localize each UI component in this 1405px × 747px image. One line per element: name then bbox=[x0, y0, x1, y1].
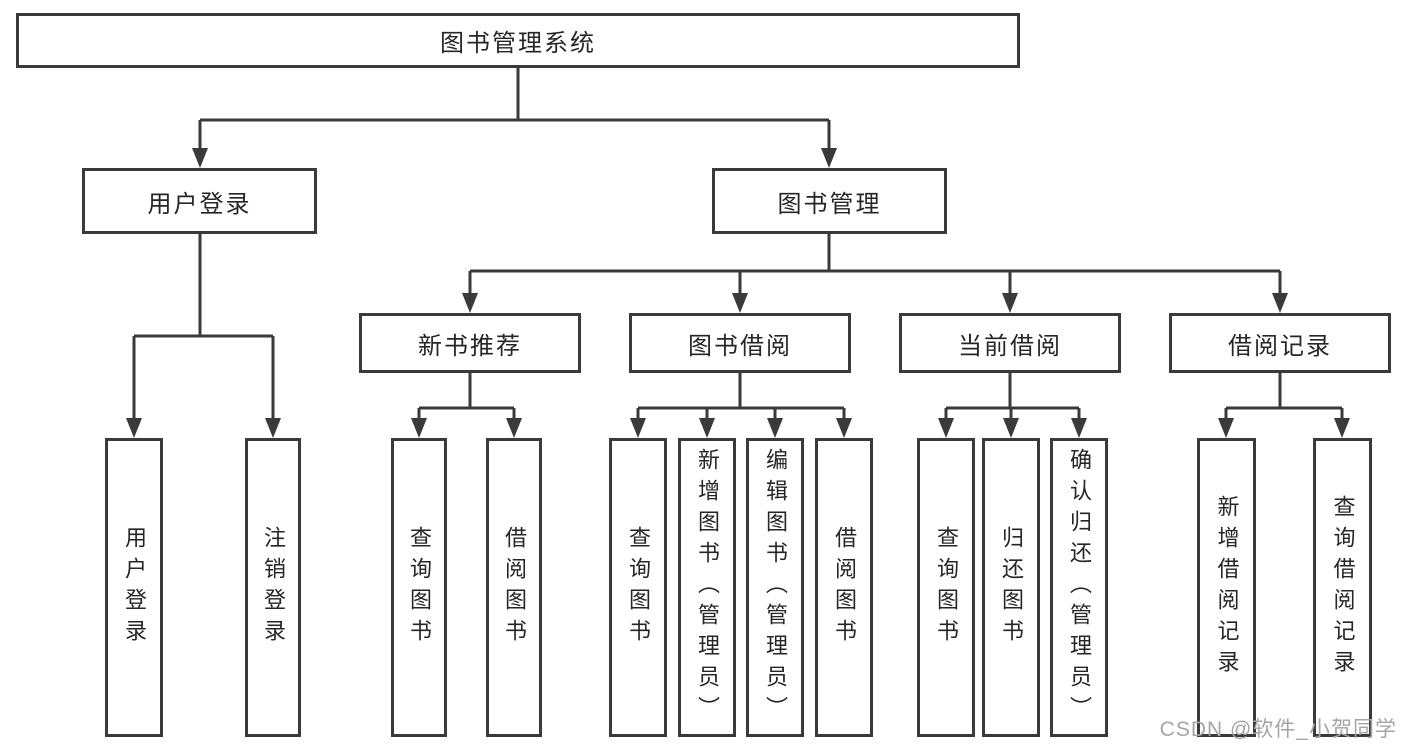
node-new-book-recommend: 新书推荐 bbox=[359, 313, 581, 373]
node-leaf-confirm-return-admin: 确认归还（管理员） bbox=[1050, 438, 1108, 737]
node-root-library-system: 图书管理系统 bbox=[16, 13, 1020, 68]
node-leaf-add-borrow-record: 新增借阅记录 bbox=[1197, 438, 1256, 737]
node-leaf-borrow-books: 借阅图书 bbox=[815, 438, 873, 737]
node-leaf-search-books-recommend: 查询图书 bbox=[391, 438, 447, 737]
node-leaf-user-login: 用户登录 bbox=[105, 438, 163, 737]
node-book-borrowing: 图书借阅 bbox=[629, 313, 851, 373]
node-leaf-search-books-current: 查询图书 bbox=[917, 438, 975, 737]
node-current-borrowing: 当前借阅 bbox=[899, 313, 1121, 373]
node-leaf-logout: 注销登录 bbox=[245, 438, 301, 737]
node-leaf-search-books-borrowing: 查询图书 bbox=[609, 438, 667, 737]
connector-lines bbox=[126, 68, 1350, 438]
node-leaf-edit-books-admin: 编辑图书（管理员） bbox=[746, 438, 804, 737]
node-leaf-search-borrow-record: 查询借阅记录 bbox=[1313, 438, 1372, 737]
node-user-login: 用户登录 bbox=[82, 168, 317, 234]
node-book-management: 图书管理 bbox=[712, 168, 947, 234]
node-borrowing-records: 借阅记录 bbox=[1169, 313, 1391, 373]
node-leaf-add-books-admin: 新增图书（管理员） bbox=[678, 438, 736, 737]
node-leaf-return-books: 归还图书 bbox=[982, 438, 1040, 737]
csdn-watermark: CSDN @软件_小贺同学 bbox=[1159, 718, 1397, 741]
node-leaf-borrow-books-recommend: 借阅图书 bbox=[486, 438, 542, 737]
